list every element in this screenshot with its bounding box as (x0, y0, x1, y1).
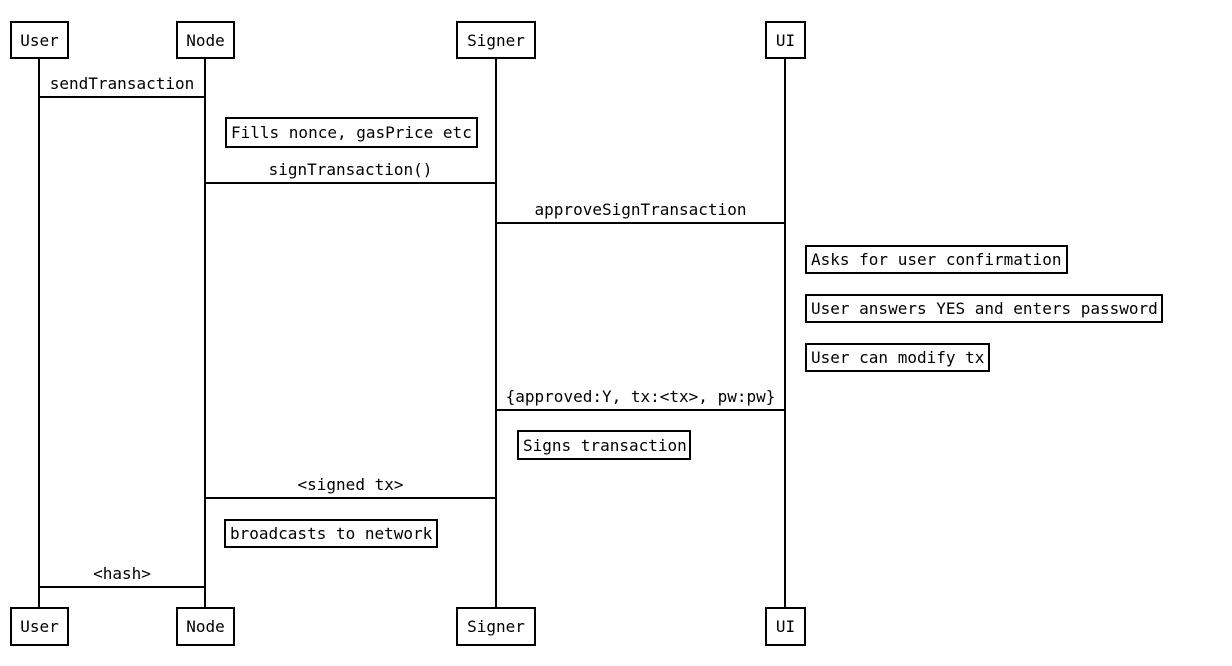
message-line-hash (39, 586, 205, 588)
participant-signer-bottom: Signer (456, 607, 536, 646)
message-line-approved-payload (496, 409, 785, 411)
participant-signer-top: Signer (456, 21, 536, 59)
lifeline-signer (495, 59, 497, 607)
participant-node-top: Node (176, 21, 235, 59)
message-label-approvesigntransaction: approveSignTransaction (534, 200, 747, 219)
note-asks-confirmation: Asks for user confirmation (805, 245, 1068, 274)
message-line-approvesigntransaction (496, 222, 785, 224)
message-line-signtransaction (205, 182, 496, 184)
message-line-signed-tx (205, 497, 496, 499)
participant-user-top: User (10, 21, 69, 59)
note-signs-transaction: Signs transaction (517, 430, 691, 460)
participant-ui-top: UI (765, 21, 806, 59)
lifeline-ui (784, 59, 786, 607)
message-label-sendtransaction: sendTransaction (49, 74, 195, 93)
note-user-can-modify: User can modify tx (805, 343, 990, 372)
note-broadcasts: broadcasts to network (224, 519, 438, 548)
message-line-sendtransaction (39, 96, 205, 98)
participant-ui-bottom: UI (765, 607, 806, 646)
participant-user-bottom: User (10, 607, 69, 646)
message-label-hash: <hash> (93, 564, 151, 583)
lifeline-user (38, 59, 40, 607)
message-label-signtransaction: signTransaction() (268, 160, 433, 179)
note-user-answers-yes: User answers YES and enters password (805, 294, 1163, 323)
message-label-approved-payload: {approved:Y, tx:<tx>, pw:pw} (505, 387, 776, 406)
message-label-signed-tx: <signed tx> (297, 475, 404, 494)
participant-node-bottom: Node (176, 607, 235, 646)
lifeline-node (204, 59, 206, 607)
note-fills-nonce: Fills nonce, gasPrice etc (225, 117, 478, 148)
